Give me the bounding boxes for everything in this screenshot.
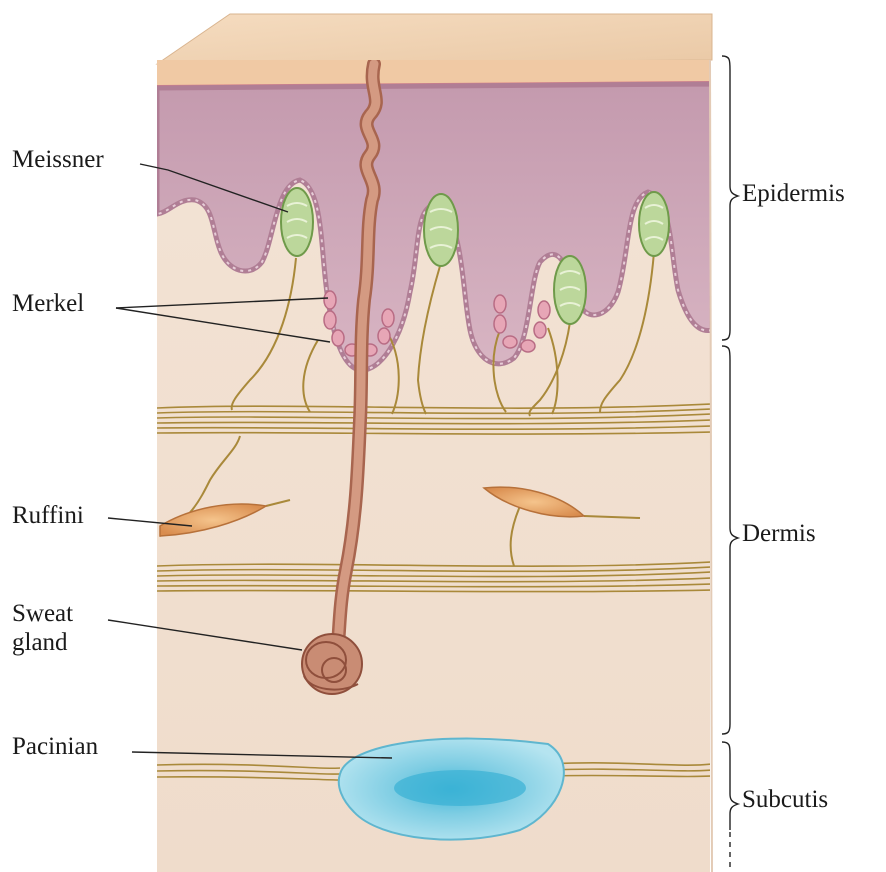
label-pacinian: Pacinian: [12, 733, 98, 762]
label-epidermis: Epidermis: [742, 180, 845, 209]
epidermis-bracket: [722, 56, 738, 340]
pacinian-core: [394, 770, 526, 806]
dermis-bracket: [722, 346, 738, 734]
label-merkel: Merkel: [12, 290, 84, 319]
label-sweat-gland: Sweat gland: [12, 600, 73, 658]
layer-brackets: [722, 56, 738, 872]
sweat-gland-coil: [302, 634, 362, 694]
block-right-edge: [710, 60, 712, 872]
skin-surface-top: [157, 14, 712, 64]
label-dermis: Dermis: [742, 520, 816, 549]
label-meissner: Meissner: [12, 146, 104, 175]
subcutis-bracket: [722, 742, 738, 830]
label-ruffini: Ruffini: [12, 502, 84, 531]
label-subcutis: Subcutis: [742, 786, 828, 815]
